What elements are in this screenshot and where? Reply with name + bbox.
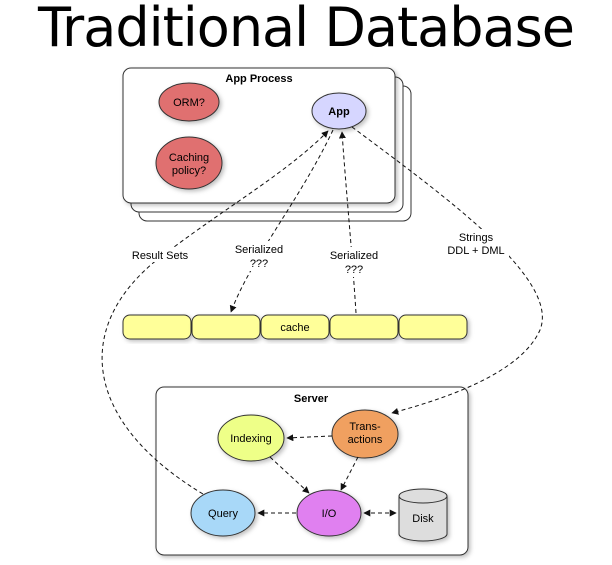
cache-segment-5 bbox=[398, 314, 468, 340]
io-label: I/O bbox=[322, 508, 337, 520]
app-process-title: App Process bbox=[225, 73, 292, 85]
page-title: Traditional Database bbox=[38, 0, 575, 59]
orm-label: ORM? bbox=[173, 97, 205, 109]
query-node bbox=[190, 489, 256, 537]
result-sets-label-bg bbox=[128, 247, 192, 262]
indexing-node bbox=[217, 414, 285, 462]
serialized-right-label-bg bbox=[324, 247, 384, 277]
caching-policy-node bbox=[155, 136, 223, 190]
transactions-node bbox=[331, 409, 399, 459]
transactions-label-line1: Trans- bbox=[349, 421, 381, 433]
serialized-left-label-bg bbox=[229, 241, 289, 271]
serialized-right-label-line2: ??? bbox=[345, 264, 363, 276]
result-sets-label: Result Sets bbox=[132, 250, 189, 262]
caching-policy-label-line1: Caching bbox=[169, 152, 209, 164]
transactions-label-line2: actions bbox=[348, 434, 383, 446]
edge-cache-to-app-serialized bbox=[338, 131, 357, 314]
cache-label: cache bbox=[280, 322, 309, 334]
app-process-panel bbox=[122, 67, 396, 204]
disk-node bbox=[398, 488, 448, 542]
query-label: Query bbox=[208, 508, 238, 520]
caching-policy-label-line2: policy? bbox=[172, 165, 206, 177]
strings-label-line1: Strings bbox=[459, 232, 494, 244]
io-node bbox=[296, 489, 362, 537]
orm-node bbox=[158, 82, 220, 122]
disk-label: Disk bbox=[412, 513, 434, 525]
app-node bbox=[311, 92, 367, 130]
edge-app-to-transactions-strings bbox=[351, 126, 543, 415]
disk-cylinder-body bbox=[398, 496, 448, 542]
disk-cylinder-top bbox=[398, 488, 448, 504]
strings-label-bg bbox=[443, 229, 509, 259]
cache-bar: cache bbox=[122, 314, 468, 340]
server-title: Server bbox=[294, 393, 329, 405]
edge-app-to-cache-serialized bbox=[229, 129, 334, 313]
edge-transactions-to-io bbox=[340, 456, 359, 491]
cache-segment-3 bbox=[260, 314, 330, 340]
cache-segment-4 bbox=[329, 314, 399, 340]
edge-transactions-to-indexing bbox=[286, 434, 333, 442]
edge-query-to-app-result-sets bbox=[101, 130, 329, 495]
serialized-left-label-line1: Serialized bbox=[235, 244, 283, 256]
app-label: App bbox=[328, 106, 350, 118]
cache-segment-2 bbox=[191, 314, 261, 340]
serialized-left-label-line2: ??? bbox=[250, 258, 268, 270]
indexing-label: Indexing bbox=[230, 433, 272, 445]
edge-indexing-to-io bbox=[269, 456, 310, 494]
serialized-right-label-line1: Serialized bbox=[330, 250, 378, 262]
strings-label-line2: DDL + DML bbox=[447, 245, 504, 257]
cache-segment-1 bbox=[122, 314, 192, 340]
